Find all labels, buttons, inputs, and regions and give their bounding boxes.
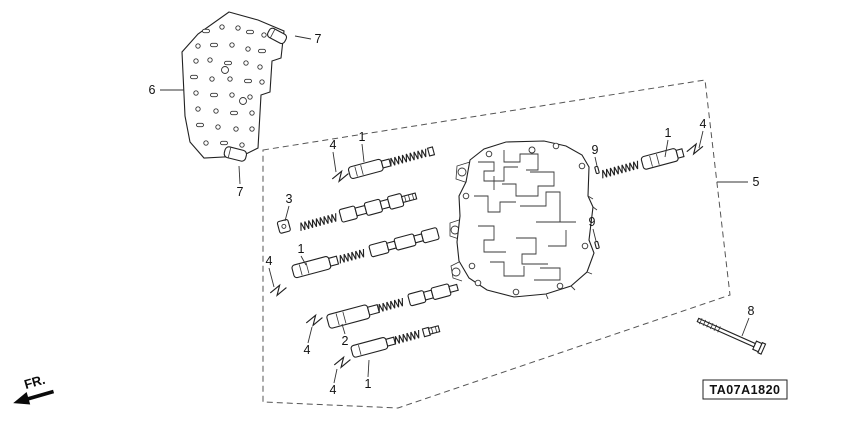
leader-1r [664, 139, 669, 158]
clip-icon [304, 313, 325, 328]
leader-8 [741, 317, 750, 337]
callout-5: 5 [753, 175, 760, 189]
spring-seat-3 [276, 219, 291, 234]
fr-label: FR. [22, 372, 46, 392]
leader-7-bottom [238, 165, 241, 185]
diagram-code-box: TA07A1820 [702, 379, 788, 400]
callout-1a: 1 [359, 130, 366, 144]
callout-9-lower: 9 [589, 215, 596, 229]
leader-4a [332, 151, 337, 173]
callout-4d: 4 [304, 343, 311, 357]
detent-pin-upper [594, 165, 600, 175]
callout-7-bottom: 7 [237, 185, 244, 199]
clip-icon [330, 169, 351, 184]
leader-1c [300, 255, 307, 266]
spring-icon [337, 248, 367, 265]
spring-icon [298, 212, 339, 232]
plate-holes [190, 24, 267, 148]
leader-4c [268, 267, 275, 288]
fr-arrow-icon [13, 391, 31, 405]
leader-4r [698, 130, 704, 149]
leader-9-upper [594, 156, 598, 167]
spring-icon [392, 329, 422, 346]
callout-3: 3 [286, 192, 293, 206]
valve-body [449, 140, 598, 300]
leader-1a [361, 143, 365, 163]
mounting-bolt [696, 317, 767, 355]
valve-train-right [600, 141, 705, 179]
leader-3 [284, 205, 290, 222]
callout-4e: 4 [330, 383, 337, 397]
clip-icon [684, 141, 705, 157]
valve-train-e [350, 325, 441, 358]
clip-icon [332, 355, 353, 370]
assembly-boundary [262, 79, 731, 409]
callout-1c: 1 [298, 242, 305, 256]
dowel-pin-bottom [223, 146, 248, 162]
valve-train-d [326, 283, 459, 329]
valve-body-channels [462, 142, 598, 300]
separator-plate [181, 11, 285, 159]
callout-7-top: 7 [315, 32, 322, 46]
leader-7-top [294, 35, 312, 40]
leader-1e [367, 359, 370, 378]
callout-8: 8 [748, 304, 755, 318]
leader-4e [333, 368, 338, 384]
spring-icon [388, 148, 429, 167]
callout-4a: 4 [330, 138, 337, 152]
callout-4c: 4 [266, 254, 273, 268]
detent-pin-lower [594, 240, 600, 250]
callout-4r: 4 [700, 117, 707, 131]
diagram-code: TA07A1820 [710, 383, 781, 397]
leader-9-lower [592, 228, 597, 242]
fr-direction-indicator: FR. [13, 372, 55, 405]
valve-train-a [330, 146, 436, 184]
valve-train-c [291, 227, 440, 279]
spring-icon [376, 297, 405, 313]
callout-6: 6 [149, 83, 156, 97]
valve-train-b [298, 192, 418, 232]
callout-9-upper: 9 [592, 143, 599, 157]
leader-2 [341, 323, 346, 335]
leader-4d [307, 326, 313, 344]
callout-2: 2 [342, 334, 349, 348]
clip-icon [268, 283, 289, 298]
callout-1r: 1 [665, 126, 672, 140]
spring-icon [600, 160, 641, 179]
dowel-pin-top [266, 27, 288, 45]
callout-1e: 1 [365, 377, 372, 391]
